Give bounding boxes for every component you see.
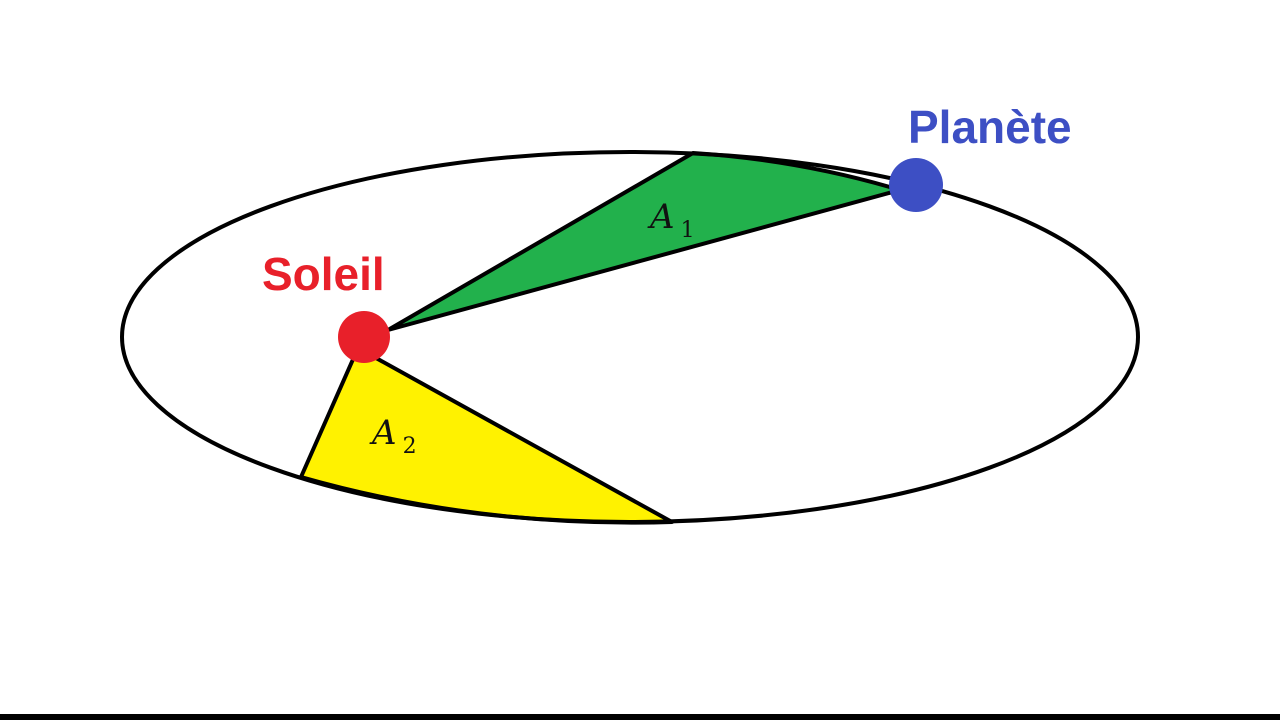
planet-circle bbox=[889, 158, 943, 212]
sun-circle bbox=[338, 311, 390, 363]
area-a1-index: 1 bbox=[681, 218, 695, 243]
area-a2-sector bbox=[299, 346, 674, 525]
area-a1-sector bbox=[386, 151, 902, 332]
area-a2-index: 2 bbox=[403, 434, 417, 459]
sun-label: Soleil bbox=[262, 248, 385, 300]
area-a2-symbol: A bbox=[369, 413, 397, 453]
area-a2-label: A 2 bbox=[369, 413, 417, 459]
orbit-ellipse bbox=[120, 150, 1140, 524]
area-a1-symbol: A bbox=[647, 197, 675, 237]
area-a1-label: A 1 bbox=[647, 197, 695, 243]
planet-label: Planète bbox=[908, 101, 1072, 153]
bottom-border bbox=[0, 714, 1280, 720]
